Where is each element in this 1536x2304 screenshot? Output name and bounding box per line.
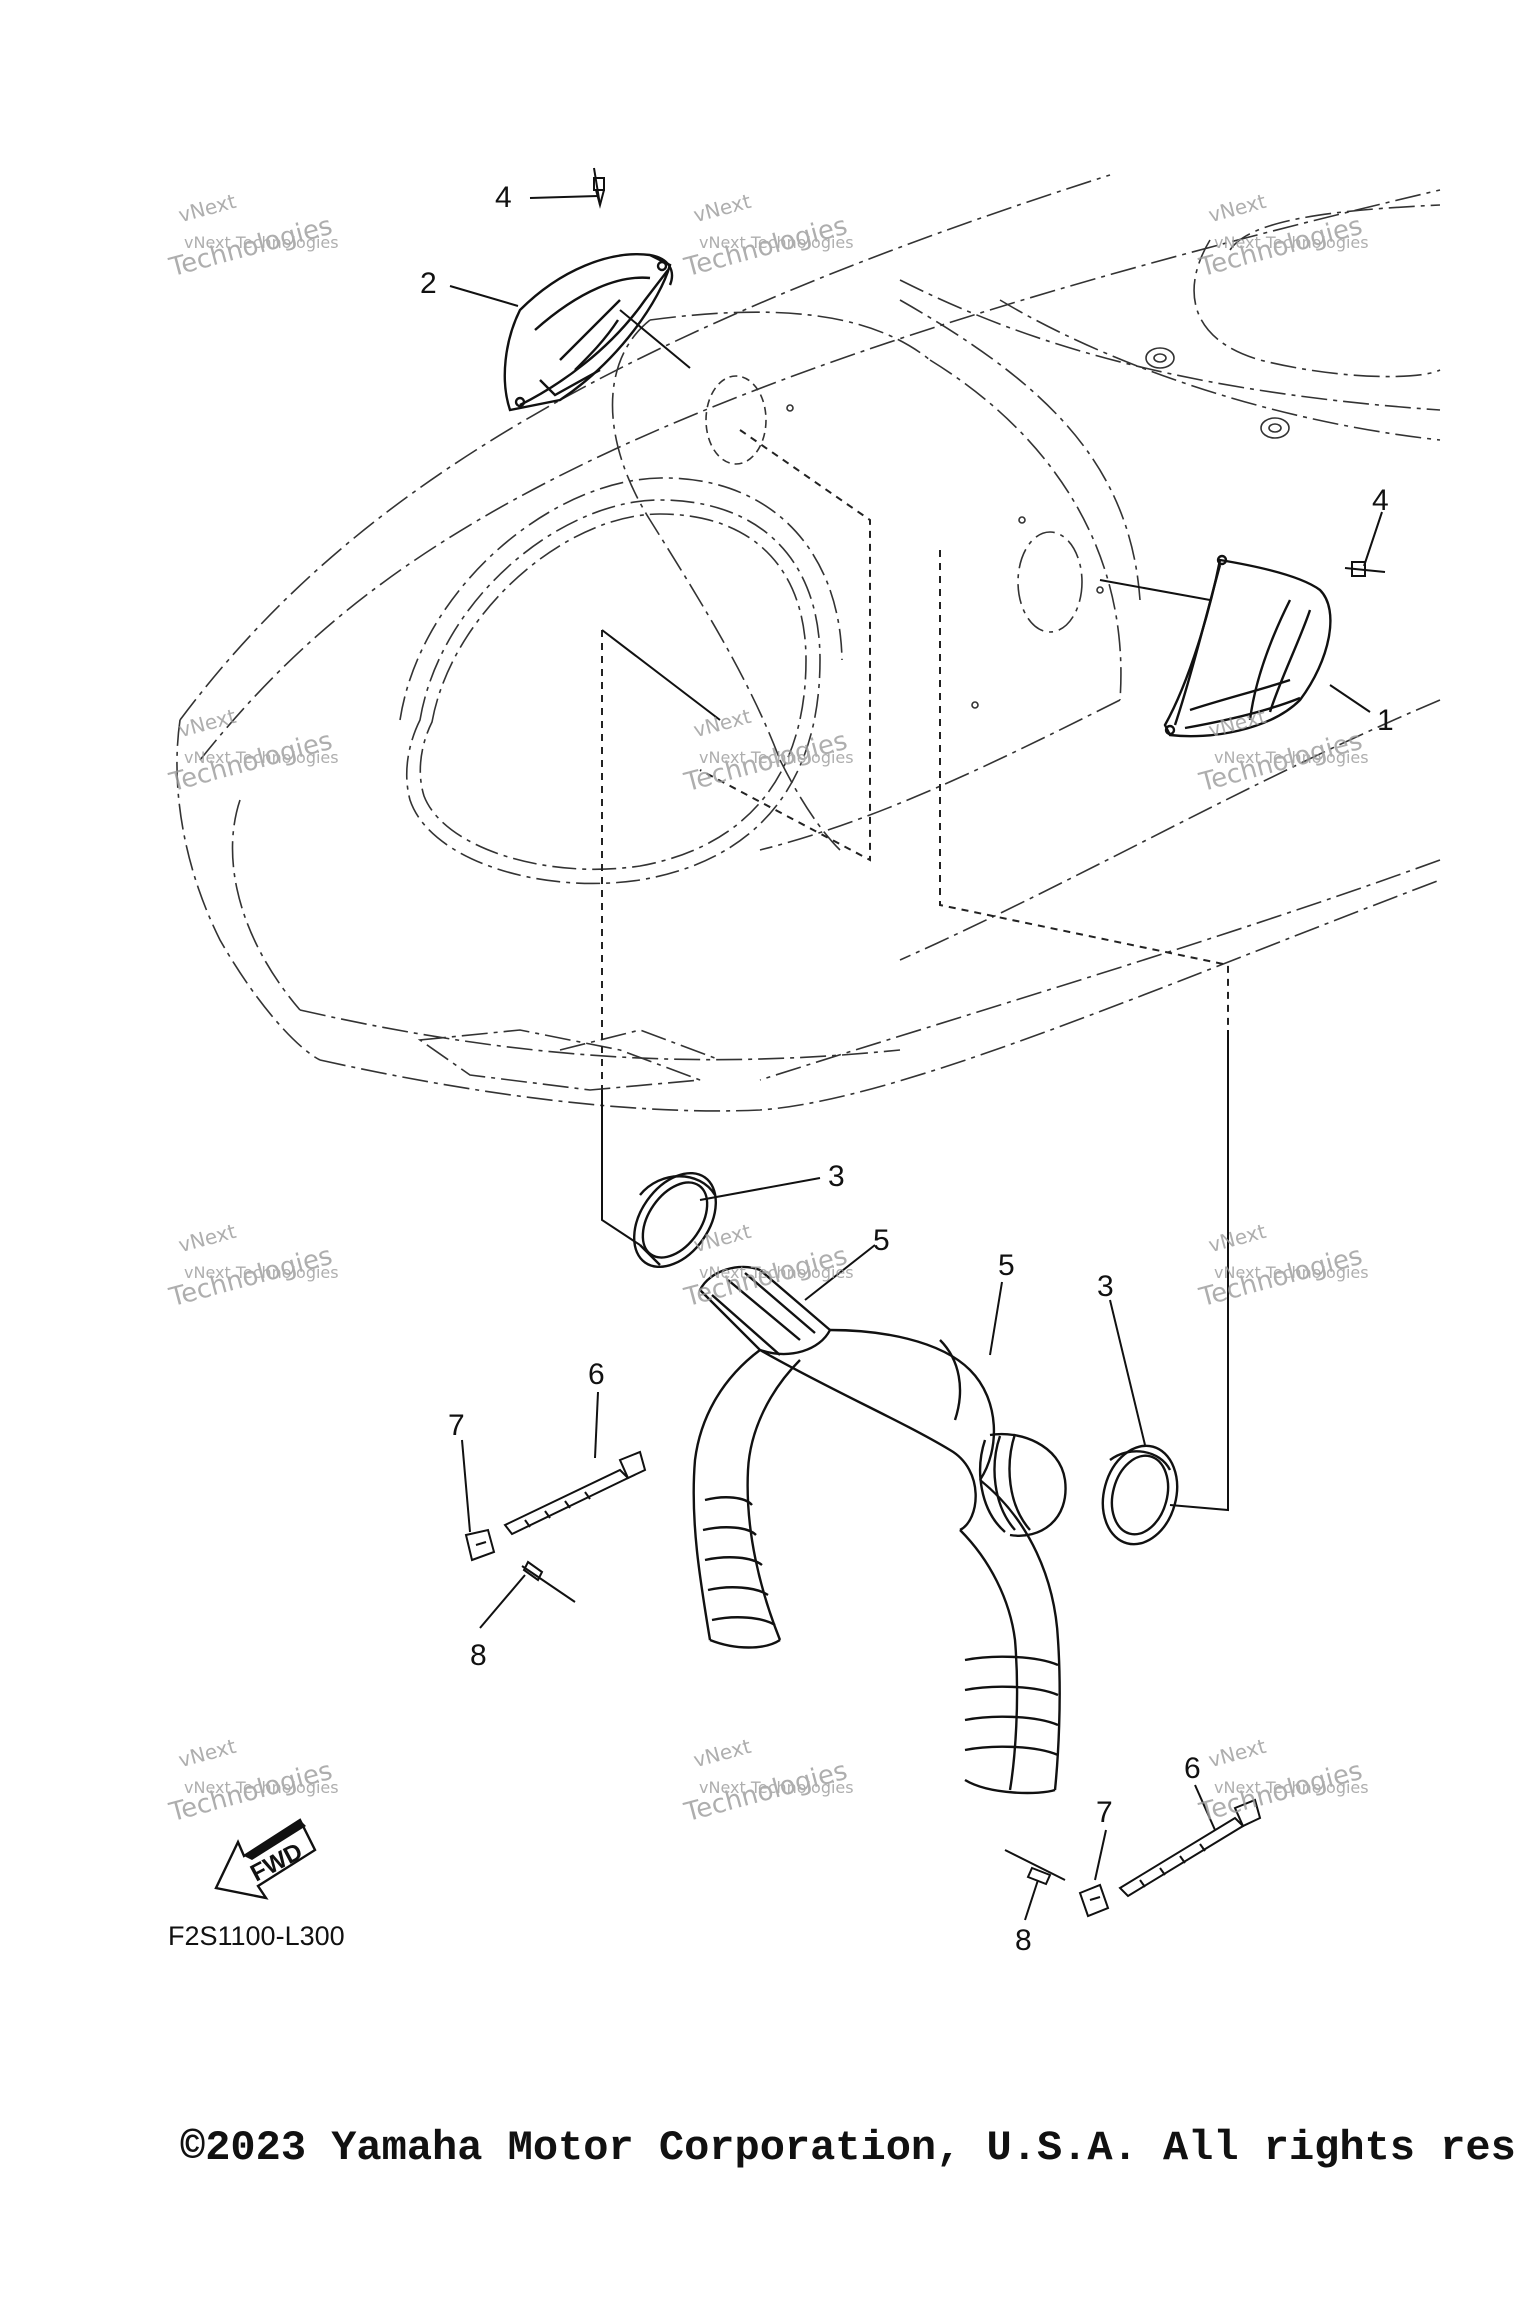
hull-holes — [705, 347, 1290, 709]
copyright-notice: ©2023 Yamaha Motor Corporation, U.S.A. A… — [180, 2124, 1516, 2172]
svg-text:vNext Technologies: vNext Technologies — [699, 1778, 854, 1797]
svg-text:vNext Technologies: vNext Technologies — [184, 748, 339, 767]
svg-text:vNext Technologies: vNext Technologies — [1214, 1263, 1369, 1282]
svg-text:vNext: vNext — [691, 704, 754, 742]
clamp-part-7-right — [1078, 1883, 1110, 1918]
svg-text:vNext Technologies: vNext Technologies — [699, 748, 854, 767]
watermark: vNext vNext Technologies Technologies — [681, 704, 854, 799]
rivet-part-8-right — [1004, 1849, 1066, 1886]
svg-text:vNext: vNext — [1206, 1219, 1269, 1257]
watermark: vNext vNext Technologies Technologies — [1196, 704, 1369, 799]
solid-leaders — [601, 309, 1229, 1512]
watermark: vNext vNext Technologies Technologies — [681, 1734, 854, 1829]
callout-labels: 1 2 3 3 4 4 5 5 6 6 7 7 8 8 — [420, 181, 1394, 1957]
svg-text:vNext: vNext — [1206, 1734, 1269, 1772]
watermark: vNext vNext Technologies Technologies — [681, 1219, 854, 1314]
routing-lines — [601, 429, 1229, 1090]
svg-text:vNext Technologies: vNext Technologies — [1214, 233, 1369, 252]
svg-text:vNext: vNext — [1206, 704, 1269, 742]
svg-text:vNext Technologies: vNext Technologies — [184, 1263, 339, 1282]
callout-6-right: 6 — [1184, 1752, 1201, 1785]
callout-5-right: 5 — [998, 1249, 1015, 1282]
seal-part-3-upper — [632, 1171, 718, 1269]
watermark: vNext vNext Technologies Technologies — [1196, 1219, 1369, 1314]
watermarks: vNext vNext Technologies Technologies vN… — [166, 189, 1369, 1829]
callout-6-left: 6 — [588, 1358, 605, 1391]
svg-text:vNext: vNext — [691, 189, 754, 227]
callout-8-right: 8 — [1015, 1924, 1032, 1957]
watermark: vNext vNext Technologies Technologies — [166, 1219, 339, 1314]
callout-7-left: 7 — [448, 1409, 465, 1442]
fwd-arrow-icon — [214, 1818, 317, 1900]
watermark: vNext vNext Technologies Technologies — [681, 189, 854, 284]
fwd-arrow: FWD — [214, 1818, 317, 1900]
callout-leaders — [449, 195, 1383, 1921]
svg-text:vNext Technologies: vNext Technologies — [1214, 1778, 1369, 1797]
svg-text:vNext Technologies: vNext Technologies — [699, 1263, 854, 1282]
callout-3-upper: 3 — [828, 1160, 845, 1193]
svg-text:vNext: vNext — [176, 1219, 239, 1257]
svg-text:vNext: vNext — [176, 704, 239, 742]
svg-text:vNext Technologies: vNext Technologies — [184, 233, 339, 252]
hull-outline — [176, 174, 1441, 1112]
callout-1: 1 — [1377, 704, 1394, 737]
cockpit-opening — [399, 477, 843, 885]
watermark: vNext vNext Technologies Technologies — [166, 189, 339, 284]
callout-8-left: 8 — [470, 1639, 487, 1672]
screw-part-4-right — [1344, 561, 1386, 577]
intake-duct-part-5 — [692, 1265, 1067, 1795]
cable-tie-part-6-right — [1118, 1798, 1262, 1898]
svg-text:vNext Technologies: vNext Technologies — [184, 1778, 339, 1797]
diagram-code: F2S1100-L300 — [168, 1921, 345, 1951]
watermark: vNext vNext Technologies Technologies — [1196, 189, 1369, 284]
callout-7-right: 7 — [1096, 1796, 1113, 1829]
screw-part-4-upper — [593, 167, 605, 209]
callout-4-upper: 4 — [495, 181, 512, 214]
vent-duct-part-1 — [1163, 554, 1332, 738]
watermark: vNext vNext Technologies Technologies — [1196, 1734, 1369, 1829]
svg-text:vNext: vNext — [691, 1219, 754, 1257]
watermark: vNext vNext Technologies Technologies — [166, 704, 339, 799]
callout-2: 2 — [420, 267, 437, 300]
svg-text:vNext: vNext — [176, 189, 239, 227]
svg-text:vNext: vNext — [691, 1734, 754, 1772]
callout-4-right: 4 — [1372, 484, 1389, 517]
callout-5-upper: 5 — [873, 1224, 890, 1257]
watermark: vNext vNext Technologies Technologies — [166, 1734, 339, 1829]
cable-tie-part-6-left — [503, 1450, 647, 1536]
rivet-part-8-left — [521, 1560, 576, 1603]
seal-part-3-lower — [1101, 1444, 1179, 1546]
svg-text:vNext Technologies: vNext Technologies — [1214, 748, 1369, 767]
svg-text:vNext: vNext — [1206, 189, 1269, 227]
callout-3-lower: 3 — [1097, 1270, 1114, 1303]
vent-duct-part-2 — [503, 253, 674, 412]
svg-text:vNext Technologies: vNext Technologies — [699, 233, 854, 252]
clamp-part-7-left — [464, 1528, 496, 1562]
svg-text:vNext: vNext — [176, 1734, 239, 1772]
